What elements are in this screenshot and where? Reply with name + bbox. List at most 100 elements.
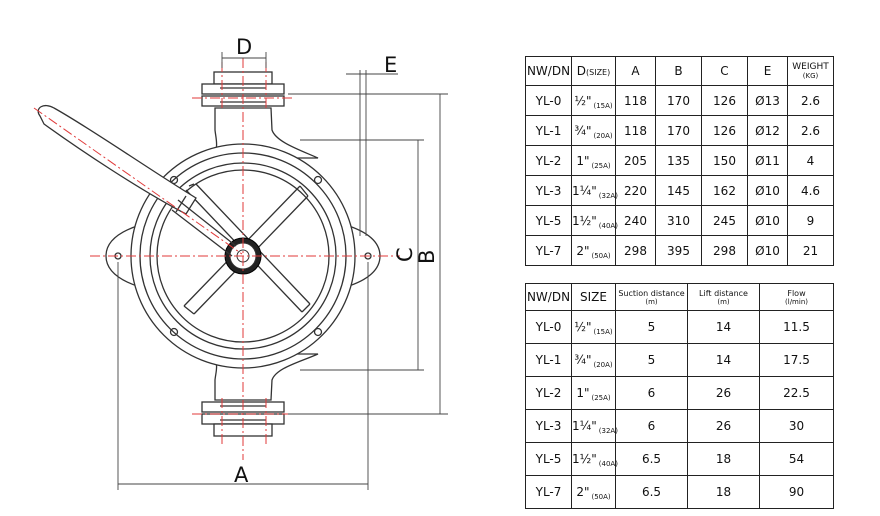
header-suction: Suction distance(m) bbox=[615, 283, 688, 311]
pump-technical-drawing: .ol { fill: none; stroke: #333; stroke-w… bbox=[33, 35, 448, 490]
a-cell: 240 bbox=[615, 205, 656, 236]
header-nw: NW/DN bbox=[525, 56, 572, 86]
header-c: C bbox=[701, 56, 748, 86]
c-cell: 150 bbox=[701, 145, 748, 176]
dimension-lines bbox=[117, 52, 448, 490]
lift-cell: 14 bbox=[687, 343, 760, 377]
size-cell: ½"(15A) bbox=[571, 85, 616, 116]
flow-cell: 22.5 bbox=[759, 376, 834, 410]
model-cell: YL-3 bbox=[525, 409, 572, 443]
e-cell: Ø12 bbox=[747, 115, 788, 146]
b-cell: 395 bbox=[655, 235, 702, 266]
header-lift: Lift distance(m) bbox=[687, 283, 760, 311]
b-cell: 135 bbox=[655, 145, 702, 176]
a-cell: 118 bbox=[615, 115, 656, 146]
size-cell: 2"(50A) bbox=[571, 475, 616, 509]
weight-cell: 4 bbox=[787, 145, 834, 176]
size-cell: ¾"(20A) bbox=[571, 343, 616, 377]
a-cell: 118 bbox=[615, 85, 656, 116]
model-cell: YL-3 bbox=[525, 175, 572, 206]
pump-handle bbox=[37, 104, 237, 257]
suction-cell: 5 bbox=[615, 310, 688, 344]
model-cell: YL-5 bbox=[525, 442, 572, 476]
flow-cell: 54 bbox=[759, 442, 834, 476]
suction-cell: 5 bbox=[615, 343, 688, 377]
header-d: D(SIZE) bbox=[571, 56, 616, 86]
header-a: A bbox=[615, 56, 656, 86]
dimension-label-e: E bbox=[384, 53, 397, 77]
header-b: B bbox=[655, 56, 702, 86]
e-cell: Ø13 bbox=[747, 85, 788, 116]
size-cell: 1½"(40A) bbox=[571, 442, 618, 476]
size-cell: 1¼"(32A) bbox=[571, 175, 618, 206]
a-cell: 298 bbox=[615, 235, 656, 266]
model-cell: YL-2 bbox=[525, 145, 572, 176]
weight-cell: 4.6 bbox=[787, 175, 834, 206]
suction-cell: 6.5 bbox=[615, 442, 688, 476]
weight-cell: 2.6 bbox=[787, 85, 834, 116]
center-lines bbox=[33, 58, 400, 460]
model-cell: YL-0 bbox=[525, 85, 572, 116]
lift-cell: 14 bbox=[687, 310, 760, 344]
suction-cell: 6.5 bbox=[615, 475, 688, 509]
dimension-table-header: NW/DN D(SIZE) A B C E WEIGHT(KG) bbox=[525, 56, 834, 86]
e-cell: Ø10 bbox=[747, 235, 788, 266]
b-cell: 310 bbox=[655, 205, 702, 236]
model-cell: YL-0 bbox=[525, 310, 572, 344]
c-cell: 245 bbox=[701, 205, 748, 236]
c-cell: 298 bbox=[701, 235, 748, 266]
header-nw: NW/DN bbox=[525, 283, 572, 311]
weight-cell: 2.6 bbox=[787, 115, 834, 146]
b-cell: 170 bbox=[655, 115, 702, 146]
size-cell: ½"(15A) bbox=[571, 310, 616, 344]
c-cell: 126 bbox=[701, 85, 748, 116]
flow-table: NW/DN SIZE Suction distance(m) Lift dist… bbox=[525, 283, 834, 509]
size-cell: 1"(25A) bbox=[571, 376, 616, 410]
flow-cell: 90 bbox=[759, 475, 834, 509]
size-cell: 2"(50A) bbox=[571, 235, 616, 266]
flow-cell: 17.5 bbox=[759, 343, 834, 377]
c-cell: 126 bbox=[701, 115, 748, 146]
header-size: SIZE bbox=[571, 283, 616, 311]
e-cell: Ø10 bbox=[747, 205, 788, 236]
e-cell: Ø10 bbox=[747, 175, 788, 206]
size-cell: 1"(25A) bbox=[571, 145, 616, 176]
a-cell: 205 bbox=[615, 145, 656, 176]
suction-cell: 6 bbox=[615, 376, 688, 410]
flow-cell: 11.5 bbox=[759, 310, 834, 344]
weight-cell: 21 bbox=[787, 235, 834, 266]
lift-cell: 26 bbox=[687, 409, 760, 443]
e-cell: Ø11 bbox=[747, 145, 788, 176]
model-cell: YL-1 bbox=[525, 115, 572, 146]
dimension-label-b: B bbox=[415, 250, 439, 264]
flow-cell: 30 bbox=[759, 409, 834, 443]
lift-cell: 18 bbox=[687, 475, 760, 509]
header-flow: Flow(l/min) bbox=[759, 283, 834, 311]
dimension-label-c: C bbox=[393, 247, 417, 262]
model-cell: YL-7 bbox=[525, 475, 572, 509]
dimension-label-a: A bbox=[234, 463, 249, 487]
suction-cell: 6 bbox=[615, 409, 688, 443]
b-cell: 170 bbox=[655, 85, 702, 116]
c-cell: 162 bbox=[701, 175, 748, 206]
model-cell: YL-5 bbox=[525, 205, 572, 236]
weight-cell: 9 bbox=[787, 205, 834, 236]
size-cell: ¾"(20A) bbox=[571, 115, 616, 146]
a-cell: 220 bbox=[615, 175, 656, 206]
lift-cell: 18 bbox=[687, 442, 760, 476]
model-cell: YL-7 bbox=[525, 235, 572, 266]
lift-cell: 26 bbox=[687, 376, 760, 410]
header-e: E bbox=[747, 56, 788, 86]
model-cell: YL-2 bbox=[525, 376, 572, 410]
